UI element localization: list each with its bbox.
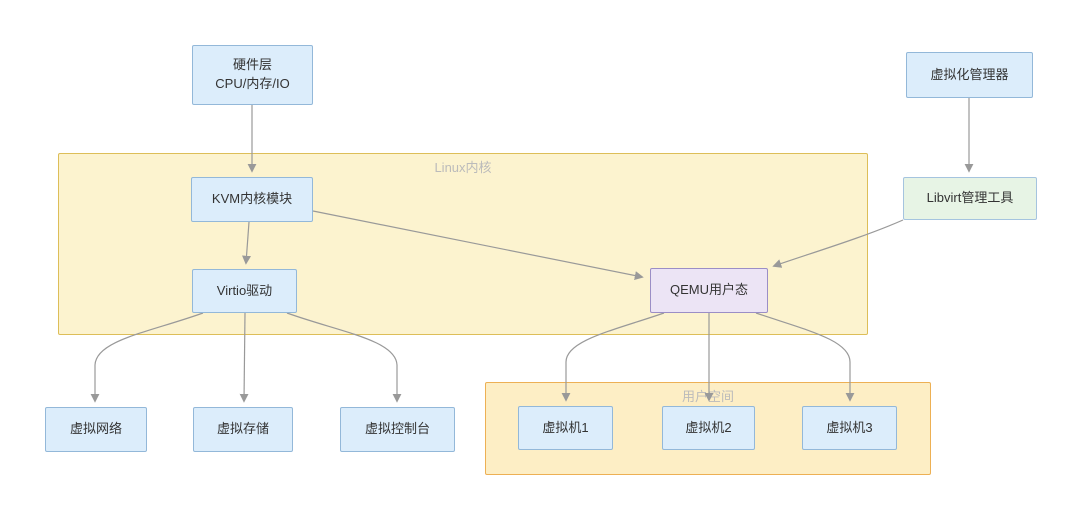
node-vm2: 虚拟机2: [662, 406, 755, 450]
edge-qemu-to-vm3: [755, 312, 855, 402]
hardware-line1: 硬件层: [232, 57, 272, 73]
edge-kvm-to-virtio: [242, 221, 252, 265]
node-vm2-label: 虚拟机2: [685, 419, 732, 435]
node-virtual-storage-label: 虚拟存储: [216, 421, 269, 437]
node-virtual-network: 虚拟网络: [45, 407, 147, 452]
node-hardware-layer: 硬件层 CPU/内存/IO: [192, 45, 313, 105]
node-vm1-label: 虚拟机1: [542, 419, 589, 435]
container-linux-kernel-label: Linux内核: [434, 160, 492, 175]
edge-libvirt-to-qemu: [772, 219, 904, 268]
edge-virtio-to-vnet: [90, 312, 204, 403]
edge-kvm-to-qemu: [312, 210, 644, 280]
node-virtio-driver-label: Virtio驱动: [216, 282, 273, 298]
node-qemu-userspace-label: QEMU用户态: [669, 282, 748, 298]
node-hardware-layer-label: 硬件层 CPU/内存/IO: [215, 56, 289, 94]
node-virtualization-manager-label: 虚拟化管理器: [930, 66, 1009, 82]
node-vm3-label: 虚拟机3: [826, 419, 873, 435]
node-virtual-console: 虚拟控制台: [340, 407, 455, 452]
hardware-line2: CPU/内存/IO: [215, 76, 290, 91]
node-qemu-userspace: QEMU用户态: [650, 268, 768, 313]
node-virtual-network-label: 虚拟网络: [69, 421, 122, 437]
node-kvm-kernel-module: KVM内核模块: [191, 177, 313, 222]
node-virtual-storage: 虚拟存储: [193, 407, 293, 452]
node-vm1: 虚拟机1: [518, 406, 613, 450]
node-libvirt-tools: Libvirt管理工具: [903, 177, 1037, 220]
node-libvirt-tools-label: Libvirt管理工具: [926, 190, 1014, 206]
node-kvm-kernel-module-label: KVM内核模块: [211, 191, 293, 207]
node-virtualization-manager: 虚拟化管理器: [906, 52, 1033, 98]
edge-virtio-to-vconsole: [286, 312, 402, 403]
node-vm3: 虚拟机3: [802, 406, 897, 450]
node-virtio-driver: Virtio驱动: [192, 269, 297, 313]
node-virtual-console-label: 虚拟控制台: [364, 421, 430, 437]
edge-qemu-to-vm1: [561, 312, 665, 402]
edge-virtio-to-vstorage: [239, 312, 249, 403]
